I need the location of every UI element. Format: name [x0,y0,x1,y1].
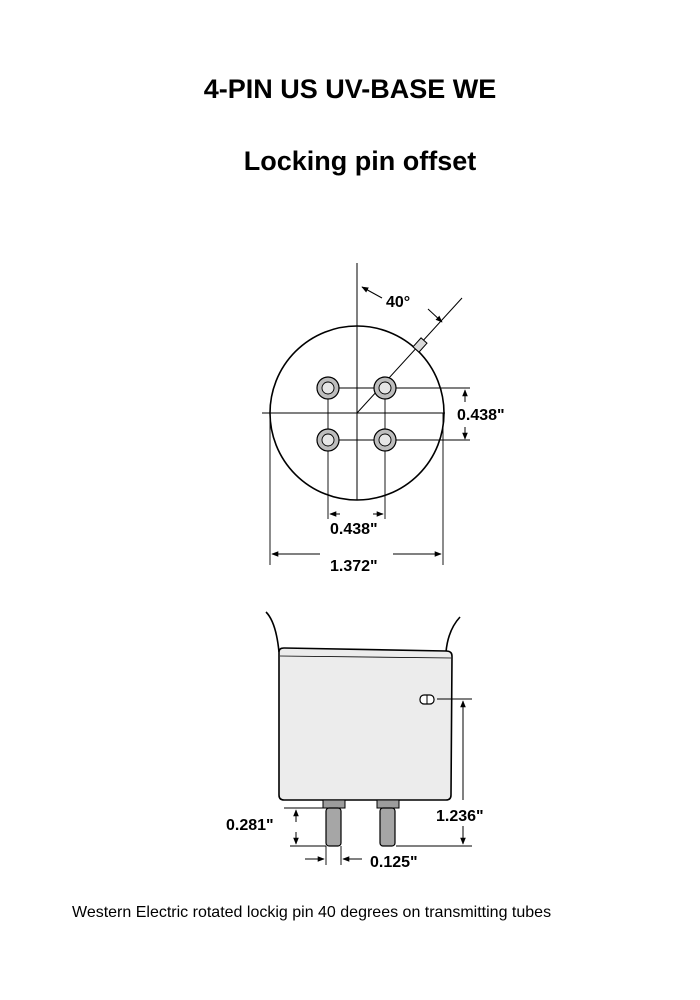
pin-top-left [316,376,340,400]
side-view: 0.281" 1.236" 0.125" [226,611,484,871]
angle-arrow-2 [427,308,443,323]
diagram-title: 4-PIN US UV-BASE WE [203,74,497,104]
base-body [278,647,453,801]
bottom-view: 40° 0.438" 0.438" 1.372" [262,263,505,575]
locking-pin [412,337,428,353]
angle-arrow [361,286,383,299]
caption: Western Electric rotated lockig pin 40 d… [72,904,552,921]
side-pin-right [376,799,400,847]
pin-spacing-vertical-label: 0.438" [457,407,505,424]
locking-pin-height-label: 1.236" [436,808,484,825]
pin-length-label: 0.281" [226,817,274,834]
lead-wire-left [265,611,280,653]
pin-bottom-left [316,428,340,452]
pin-diameter-label: 0.125" [370,854,418,871]
diameter-label: 1.372" [330,558,378,575]
pin-spacing-horizontal-label: 0.438" [330,521,378,538]
diagram-subtitle: Locking pin offset [243,146,477,176]
side-pin-left [322,799,346,847]
pin-bottom-right [373,428,397,452]
pin-top-right [373,376,397,400]
lead-wire-right [445,616,461,653]
locking-pin-angle-line [356,297,463,414]
angle-label: 40° [386,294,410,311]
